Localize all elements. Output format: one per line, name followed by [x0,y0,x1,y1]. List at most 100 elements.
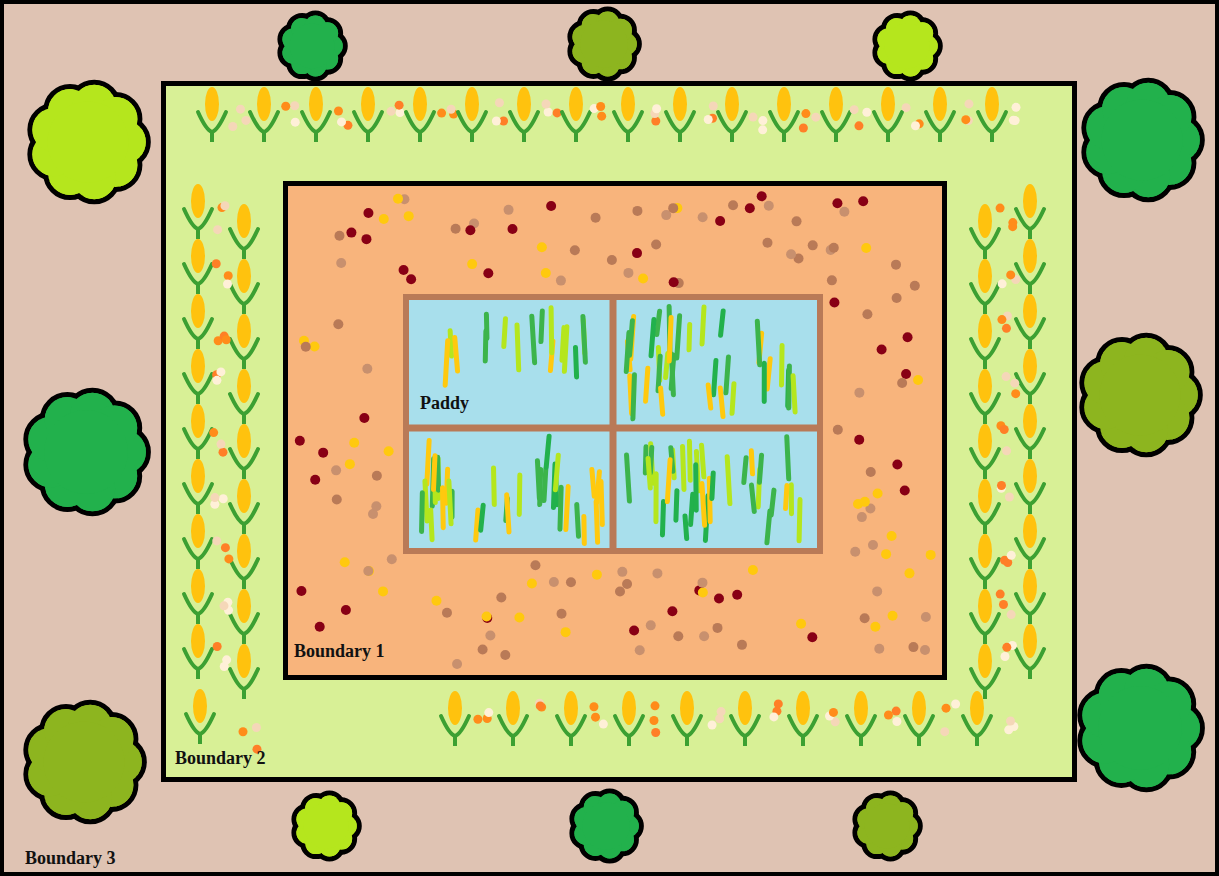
corn-cob [205,87,219,121]
corn-cob [237,644,251,678]
rice-stalk [507,495,509,532]
soil-dot [372,471,382,481]
corn-leaves [184,484,212,504]
corn-leaves [557,716,585,736]
corn-cob [621,87,635,121]
corn-stem [242,359,246,369]
soil-dot [478,644,488,654]
rice-stalk [601,482,602,525]
seed-dot [492,116,501,125]
rice-stalk [793,376,795,412]
seed-dot [892,717,901,726]
rice-stalk [646,368,648,401]
soil-dot [903,332,913,342]
soil-dot [537,242,547,252]
rice-stalk [691,494,693,524]
corn-plant [250,87,278,142]
tree [30,82,148,202]
corn-leaves [562,112,590,132]
soil-dot [333,319,343,329]
seed-dot [219,494,228,503]
corn-cob [237,534,251,568]
rice-stalk [419,493,425,532]
corn-stem [314,132,318,142]
corn-plant [184,349,212,404]
soil-dot [862,309,872,319]
seed-dot [709,102,718,111]
corn-stem [1028,284,1032,294]
soil-dot [527,579,537,589]
corn-leaves [184,594,212,614]
corn-stem [975,736,979,746]
corn-plant [184,514,212,569]
corn-cob [506,691,520,725]
soil-dot [541,268,551,278]
corn-plant [1016,624,1044,679]
corn-plant [562,87,590,142]
corn-stem [470,132,474,142]
seed-dot [1004,725,1013,734]
corn-leaves [499,716,527,736]
seed-dot [1007,610,1016,619]
corn-leaves [718,112,746,132]
soil-dot [617,567,627,577]
soil-dot [904,568,914,578]
soil-dot [310,475,320,485]
rice-stalk [555,455,558,490]
seed-dot [447,105,456,114]
corn-cob [237,369,251,403]
corn-leaves [673,716,701,736]
rice-stalk [789,485,794,514]
corn-plant [230,424,258,479]
soil-dot [757,191,767,201]
soil-dot [762,238,772,248]
tree [570,9,639,79]
tree-core [43,721,124,802]
corn-plant [770,87,798,142]
corn-leaves [874,112,902,132]
seed-dot [769,712,778,721]
corn-leaves [963,716,991,736]
rice-stalk [651,320,654,356]
seed-dot [997,481,1006,490]
rice-stalk [583,316,585,362]
soil-dot [833,425,843,435]
soil-dot [873,488,883,498]
corn-plant [510,87,538,142]
soil-dot [866,467,876,477]
corn-leaves [971,339,999,359]
corn-plant [905,691,933,746]
corn-stem [511,736,515,746]
corn-cob [978,314,992,348]
corn-plant [615,691,643,746]
corn-leaves [184,319,212,339]
soil-band [285,183,945,678]
soil-dot [496,593,506,603]
soil-dot [714,594,724,604]
seed-dot [951,699,960,708]
corn-leaves [971,559,999,579]
soil-dot [748,565,758,575]
corn-leaves [230,504,258,524]
corn-cob [777,87,791,121]
soil-dot [483,268,493,278]
soil-dot [361,234,371,244]
soil-dot [379,214,389,224]
soil-dot [482,611,492,621]
corn-leaves [1016,429,1044,449]
soil-dot [331,465,341,475]
corn-leaves [198,112,226,132]
corn-plant [971,589,999,644]
rice-stalk [662,501,663,535]
soil-dot [652,568,662,578]
rice-stalk [744,458,746,483]
rice-stalk [712,473,713,498]
corn-leaves [971,449,999,469]
seed-dot [290,101,299,110]
rice-stalk [702,483,705,525]
soil-dot [530,560,540,570]
corn-leaves [1016,264,1044,284]
corn-leaves [822,112,850,132]
corn-plant [230,644,258,699]
rice-stalk [517,325,519,370]
